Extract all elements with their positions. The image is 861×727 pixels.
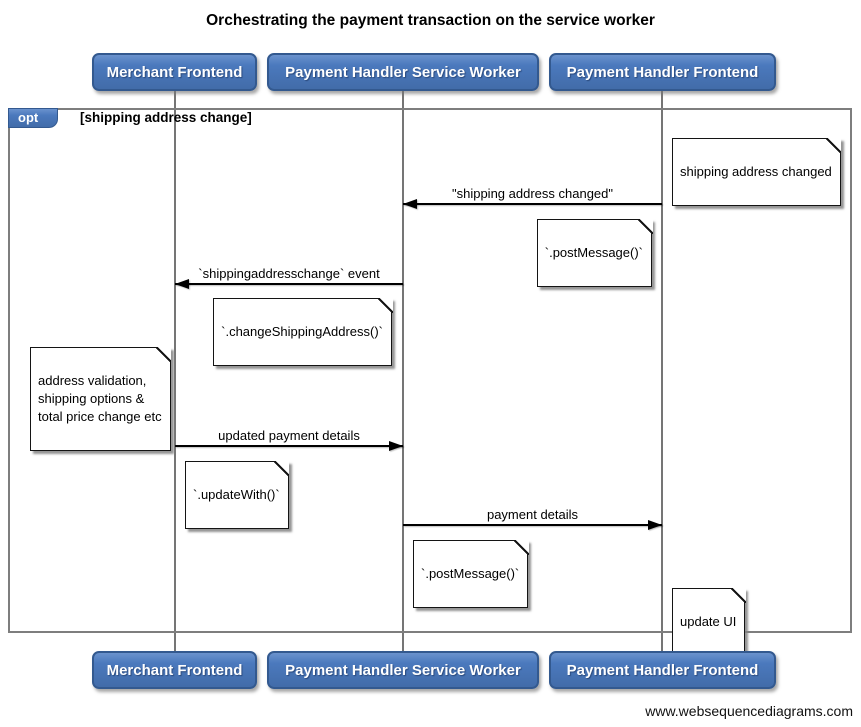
note-shipping-address-changed: shipping address changed [672,137,842,206]
note-update-ui: update UI [672,587,746,656]
opt-fragment-frame [8,108,852,633]
lifeline-payment-handler-frontend [661,91,663,652]
note-text: `.changeShippingAddress()` [221,324,383,339]
note-fold-icon [377,297,393,313]
note-fold-icon [730,587,746,603]
note-fold-icon [274,460,290,476]
note-change-shipping-address: `.changeShippingAddress()` [213,297,393,366]
note-text: shipping address changed [680,164,832,179]
note-update-with: `.updateWith()` [185,460,290,529]
message-label-shipping-address-changed: "shipping address changed" [451,186,613,201]
message-line-payment-details [403,524,662,526]
note-text: address validation, shipping options & t… [38,373,162,424]
arrowhead-left-icon [175,279,189,289]
actor-merchant-frontend-top: Merchant Frontend [92,53,257,91]
note-fold-icon [826,137,842,153]
lifeline-merchant-frontend [174,91,176,652]
message-label-shippingaddresschange-event: `shippingaddresschange` event [198,266,380,281]
opt-operator-tab: opt [8,108,58,128]
arrowhead-left-icon [403,199,417,209]
actor-payment-handler-service-worker-top: Payment Handler Service Worker [267,53,539,91]
note-text: `.updateWith()` [193,487,280,502]
arrowhead-right-icon [648,520,662,530]
arrowhead-right-icon [389,441,403,451]
note-text: `.postMessage()` [421,566,520,581]
note-fold-icon [513,539,529,555]
note-fold-icon [156,346,172,362]
actor-payment-handler-frontend-bottom: Payment Handler Frontend [549,651,776,689]
note-post-message-1: `.postMessage()` [536,218,653,287]
actor-payment-handler-service-worker-bottom: Payment Handler Service Worker [267,651,539,689]
opt-condition-label: [shipping address change] [80,110,252,125]
actor-merchant-frontend-bottom: Merchant Frontend [92,651,257,689]
note-text: update UI [680,614,737,629]
message-label-updated-payment-details: updated payment details [218,428,360,443]
lifeline-payment-handler-service-worker [402,91,404,652]
note-text: `.postMessage()` [544,245,643,260]
websequencediagrams-watermark: www.websequencediagrams.com [645,703,853,719]
note-post-message-2: `.postMessage()` [413,539,529,608]
note-address-validation: address validation, shipping options & t… [30,346,172,451]
message-line-shippingaddresschange-event [175,283,403,285]
message-label-payment-details: payment details [486,507,579,522]
note-fold-icon [637,218,653,234]
message-line-updated-payment-details [175,445,403,447]
message-line-shipping-address-changed [403,203,662,205]
diagram-title: Orchestrating the payment transaction on… [206,12,655,29]
actor-payment-handler-frontend-top: Payment Handler Frontend [549,53,776,91]
